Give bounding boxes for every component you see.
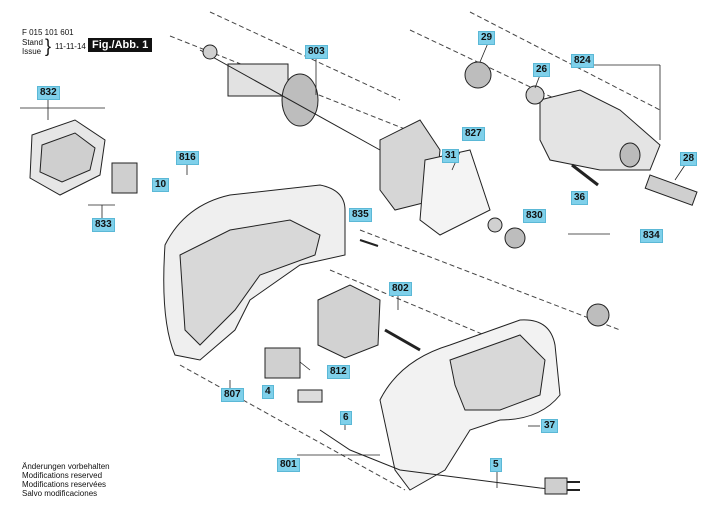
callout-37[interactable]: 37 [541, 419, 559, 433]
callout-833[interactable]: 833 [92, 218, 115, 232]
callout-801[interactable]: 801 [277, 458, 300, 472]
doc-number: F 015 101 601 [22, 28, 74, 37]
brace: } [45, 36, 52, 56]
callout-830[interactable]: 830 [523, 209, 546, 223]
callout-36[interactable]: 36 [571, 191, 589, 205]
callout-816[interactable]: 816 [176, 151, 199, 165]
callout-26[interactable]: 26 [533, 63, 551, 77]
callout-834[interactable]: 834 [640, 229, 663, 243]
callout-28[interactable]: 28 [680, 152, 698, 166]
callout-29[interactable]: 29 [478, 31, 496, 45]
footer-line-es: Salvo modificaciones [22, 489, 98, 498]
figure-label: Fig./Abb. 1 [88, 38, 153, 52]
callout-807[interactable]: 807 [221, 388, 244, 402]
footer-line-fr: Modifications reservées [22, 480, 107, 489]
footer-line-en: Modifications reserved [22, 471, 103, 480]
callout-812[interactable]: 812 [327, 365, 350, 379]
callout-802[interactable]: 802 [389, 282, 412, 296]
stand-label: Stand [22, 38, 43, 47]
callout-31[interactable]: 31 [442, 149, 460, 163]
callout-6[interactable]: 6 [340, 411, 352, 425]
callout-832[interactable]: 832 [37, 86, 60, 100]
footer-notes: Änderungen vorbehalten Modifications res… [22, 462, 110, 498]
callout-5[interactable]: 5 [490, 458, 502, 472]
callout-824[interactable]: 824 [571, 54, 594, 68]
callout-827[interactable]: 827 [462, 127, 485, 141]
issue-label: Issue [22, 47, 42, 56]
callout-10[interactable]: 10 [152, 178, 170, 192]
callout-803[interactable]: 803 [305, 45, 328, 59]
issue-date: 11-11-14 [55, 42, 86, 51]
callout-835[interactable]: 835 [349, 208, 372, 222]
footer-line-de: Änderungen vorbehalten [22, 462, 110, 471]
callout-4[interactable]: 4 [262, 385, 274, 399]
